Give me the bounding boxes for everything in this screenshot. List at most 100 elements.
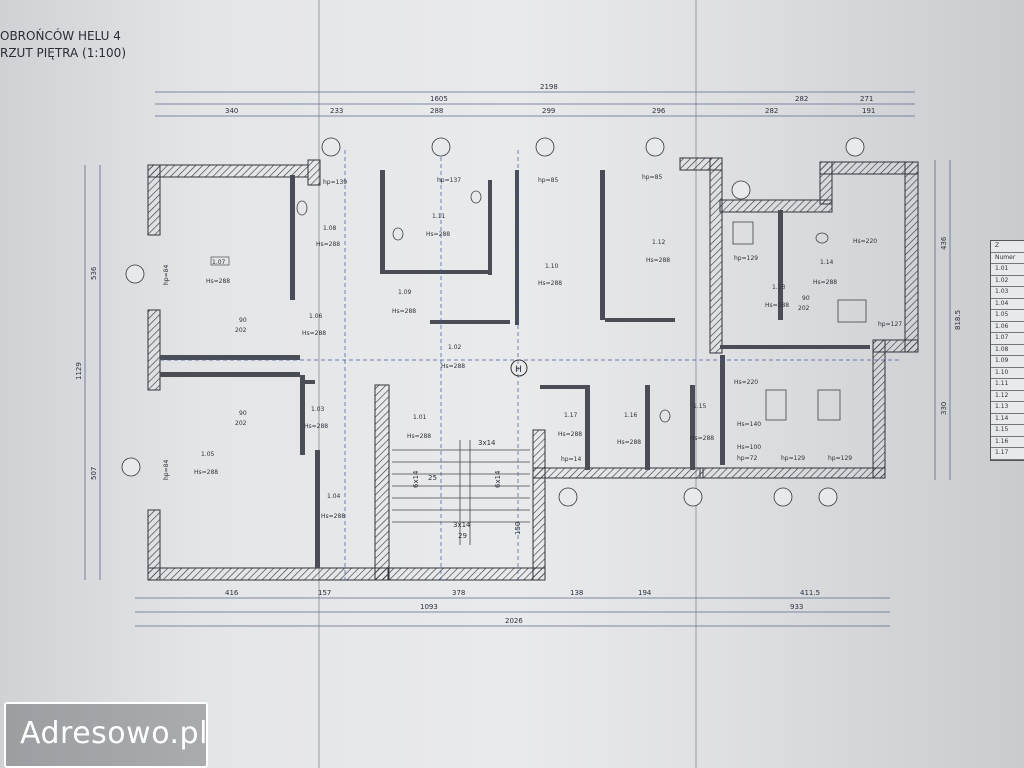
svg-text:Hs=288: Hs=288 bbox=[813, 279, 837, 286]
svg-text:Hs=288: Hs=288 bbox=[321, 513, 345, 520]
axis-marker-label: H bbox=[515, 365, 522, 375]
svg-text:933: 933 bbox=[790, 603, 803, 611]
hp-labels: hp=139 hp=137 hp=85 hp=85 hp=84 hp=84 hp… bbox=[163, 174, 902, 480]
watermark-badge[interactable]: Adresowo.pl bbox=[4, 702, 208, 768]
svg-text:1093: 1093 bbox=[420, 603, 438, 611]
svg-text:hp=139: hp=139 bbox=[323, 179, 347, 186]
stair-labels: 3x14 6x14 6x14 3x14 25 29 150 bbox=[412, 439, 522, 540]
svg-text:hp=85: hp=85 bbox=[642, 174, 662, 181]
svg-text:330: 330 bbox=[940, 402, 948, 415]
svg-text:hp=85: hp=85 bbox=[538, 177, 558, 184]
legend-row: 1.13 bbox=[991, 402, 1024, 414]
sanitary-fixtures bbox=[296, 190, 867, 423]
axis-marker-circle bbox=[510, 359, 528, 377]
svg-text:282: 282 bbox=[765, 107, 778, 115]
svg-text:1.11: 1.11 bbox=[432, 213, 446, 220]
axis-lines bbox=[160, 150, 900, 580]
legend-row: 1.05 bbox=[991, 310, 1024, 322]
legend-row: 1.08 bbox=[991, 345, 1024, 356]
svg-text:1.09: 1.09 bbox=[398, 289, 412, 296]
drawing-subtitle: RZUT PIĘTRA (1:100) bbox=[0, 46, 126, 60]
svg-text:Hs=288: Hs=288 bbox=[302, 330, 326, 337]
svg-text:Hs=220: Hs=220 bbox=[734, 379, 758, 386]
svg-text:194: 194 bbox=[638, 589, 652, 597]
svg-text:411.5: 411.5 bbox=[800, 589, 820, 597]
svg-text:Hs=220: Hs=220 bbox=[853, 238, 877, 245]
legend-row: 1.04 bbox=[991, 299, 1024, 310]
svg-text:1129: 1129 bbox=[75, 362, 83, 380]
legend-header: Z bbox=[991, 241, 1024, 253]
legend-row: 1.14 bbox=[991, 414, 1024, 425]
svg-text:Hs=288: Hs=288 bbox=[407, 433, 431, 440]
svg-text:hp=84: hp=84 bbox=[163, 460, 170, 480]
legend-row: 1.06 bbox=[991, 322, 1024, 333]
svg-text:Hs=288: Hs=288 bbox=[538, 280, 562, 287]
svg-text:3x14: 3x14 bbox=[453, 521, 471, 529]
svg-text:1.01: 1.01 bbox=[413, 414, 427, 421]
svg-text:Hs=288: Hs=288 bbox=[441, 363, 465, 370]
svg-text:536: 536 bbox=[90, 266, 98, 280]
svg-text:233: 233 bbox=[330, 107, 343, 115]
svg-text:288: 288 bbox=[430, 107, 443, 115]
side-dimension-lines bbox=[84, 160, 951, 580]
svg-text:299: 299 bbox=[542, 107, 555, 115]
svg-text:Hs=140: Hs=140 bbox=[737, 421, 761, 428]
svg-text:1.02: 1.02 bbox=[448, 344, 462, 351]
legend-row: 1.07 bbox=[991, 333, 1024, 345]
bottom-dimension-texts: 416 157 378 138 194 411.5 1093 933 2026 bbox=[225, 589, 820, 625]
svg-text:296: 296 bbox=[652, 107, 666, 115]
svg-text:1.15: 1.15 bbox=[693, 403, 707, 410]
project-title: OBROŃCÓW HELU 4 bbox=[0, 29, 121, 43]
paper-fold bbox=[695, 0, 697, 768]
svg-text:282: 282 bbox=[795, 95, 808, 103]
legend-row: 1.10 bbox=[991, 368, 1024, 379]
svg-text:90: 90 bbox=[239, 410, 247, 417]
svg-text:202: 202 bbox=[235, 327, 247, 334]
svg-text:378: 378 bbox=[452, 589, 465, 597]
svg-text:hp=129: hp=129 bbox=[734, 255, 758, 262]
legend-row: 1.11 bbox=[991, 379, 1024, 391]
svg-text:Hs=288: Hs=288 bbox=[558, 431, 582, 438]
svg-text:hp=14: hp=14 bbox=[561, 456, 581, 463]
svg-text:Hs=288: Hs=288 bbox=[206, 278, 230, 285]
svg-text:Hs=288: Hs=288 bbox=[194, 469, 218, 476]
svg-text:2198: 2198 bbox=[540, 83, 558, 91]
svg-text:90: 90 bbox=[802, 295, 810, 302]
svg-text:hp=84: hp=84 bbox=[163, 265, 170, 285]
svg-text:202: 202 bbox=[235, 420, 247, 427]
svg-text:Hs=288: Hs=288 bbox=[690, 435, 714, 442]
svg-text:hp=127: hp=127 bbox=[878, 321, 902, 328]
outer-walls bbox=[147, 157, 919, 581]
svg-text:1.16: 1.16 bbox=[624, 412, 638, 419]
svg-text:1.05: 1.05 bbox=[201, 451, 215, 458]
svg-text:202: 202 bbox=[798, 305, 810, 312]
svg-text:hp=129: hp=129 bbox=[828, 455, 852, 462]
svg-text:1605: 1605 bbox=[430, 95, 448, 103]
svg-text:340: 340 bbox=[225, 107, 238, 115]
legend-row: 1.09 bbox=[991, 356, 1024, 368]
svg-text:416: 416 bbox=[225, 589, 239, 597]
svg-text:3x14: 3x14 bbox=[478, 439, 496, 447]
axis-bubbles bbox=[121, 137, 865, 507]
legend-row: 1.16 bbox=[991, 437, 1024, 448]
svg-text:1.12: 1.12 bbox=[652, 239, 666, 246]
svg-text:Hs=288: Hs=288 bbox=[617, 439, 641, 446]
svg-text:1.06: 1.06 bbox=[309, 313, 323, 320]
svg-text:Hs=288: Hs=288 bbox=[426, 231, 450, 238]
bottom-dimension-lines bbox=[135, 597, 890, 627]
svg-text:1.13: 1.13 bbox=[772, 284, 786, 291]
